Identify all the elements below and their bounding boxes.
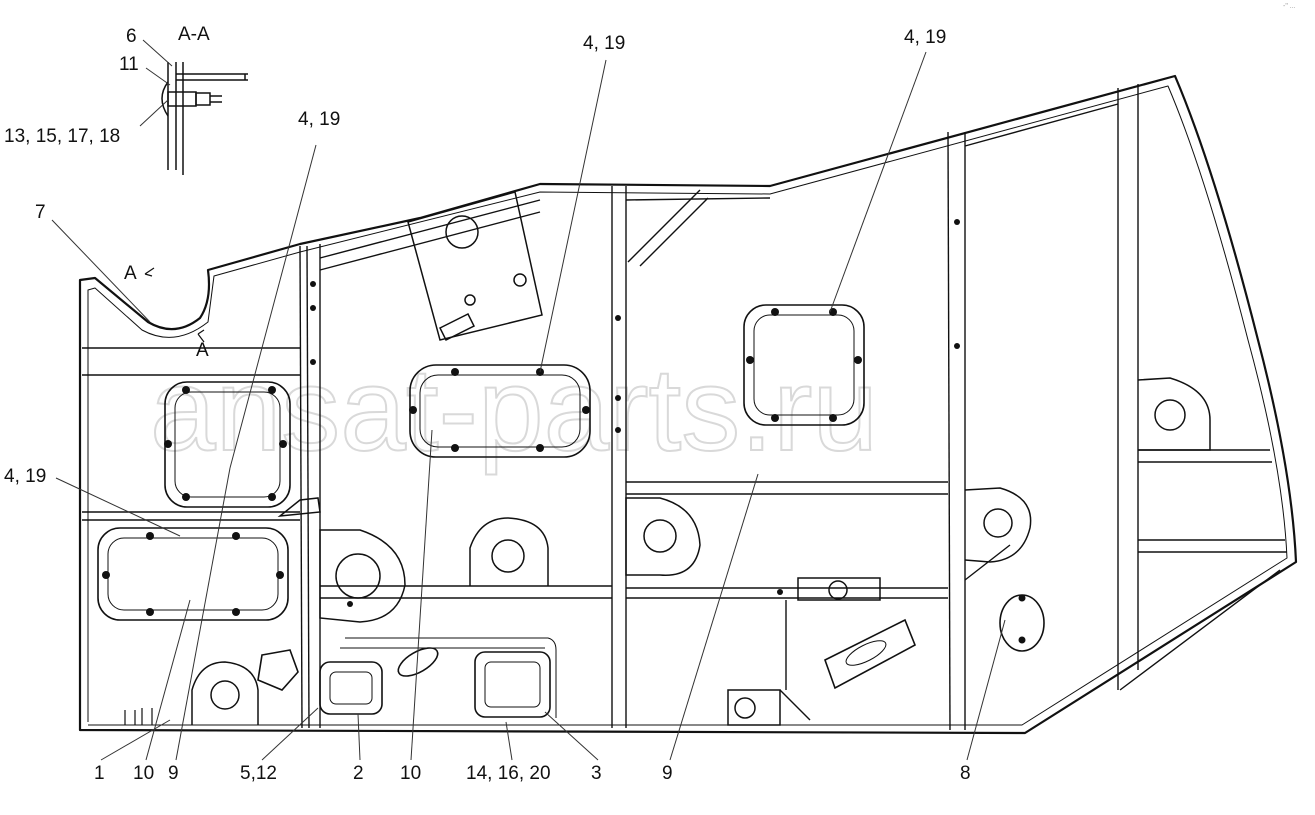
section-title: A-A [178, 24, 210, 45]
callout-4-19-top-right: 4, 19 [904, 27, 946, 48]
callout-3: 3 [591, 763, 602, 784]
callout-4-19-top-center: 4, 19 [583, 33, 625, 54]
brackets [124, 191, 1211, 726]
callout-7: 7 [35, 202, 46, 223]
callout-13-15-17-18: 13, 15, 17, 18 [4, 126, 120, 147]
section-a-a-detail [161, 62, 248, 175]
frame-members [82, 84, 1287, 731]
callout-14-16-20: 14, 16, 20 [466, 763, 551, 784]
callout-4-19-upper-left: 4, 19 [298, 109, 340, 130]
callout-10-left: 10 [133, 763, 154, 784]
callout-9-center: 9 [662, 763, 673, 784]
callout-8: 8 [960, 763, 971, 784]
callout-10-center: 10 [400, 763, 421, 784]
callout-1: 1 [94, 763, 105, 784]
section-mark-lower: A [196, 340, 209, 361]
leader-lines [51, 39, 1006, 761]
callout-11: 11 [119, 54, 139, 75]
callout-5-12: 5,12 [240, 763, 277, 784]
callout-2: 2 [353, 763, 364, 784]
section-mark-upper: A [124, 263, 137, 284]
callout-9-left: 9 [168, 763, 179, 784]
corner-mark: -" ... [1283, 3, 1296, 10]
section-arrow-lower [197, 329, 205, 343]
fasteners [102, 219, 1026, 644]
section-arrow-upper [144, 267, 155, 277]
callout-6: 6 [126, 26, 137, 47]
hatches-and-openings [97, 304, 1045, 718]
callout-4-19-left: 4, 19 [4, 466, 46, 487]
